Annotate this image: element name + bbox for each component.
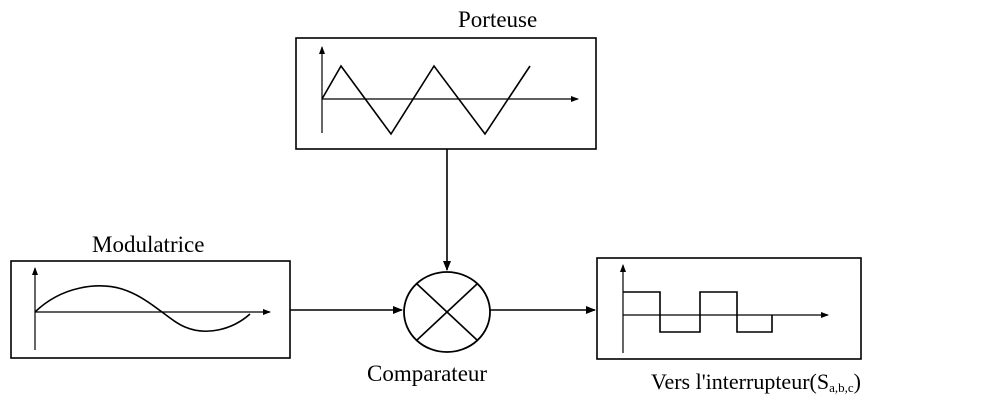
- output-label-close: ): [853, 369, 861, 394]
- output-square-wave: [623, 291, 773, 333]
- modulatrice-sine-wave: [34, 285, 251, 332]
- modulatrice-block: [10, 260, 291, 359]
- output-block: [596, 257, 862, 360]
- porteuse-triangle-wave: [321, 64, 531, 136]
- output-label-subscript: a,b,c: [829, 380, 854, 395]
- output-label: Vers l'interrupteur(Sa,b,c): [651, 369, 861, 395]
- porteuse-block: [295, 37, 597, 150]
- modulatrice-label: Modulatrice: [92, 232, 205, 257]
- output-label-main: Vers l'interrupteur(S: [651, 369, 830, 394]
- porteuse-label: Porteuse: [458, 7, 538, 32]
- comparateur-label: Comparateur: [367, 361, 488, 386]
- circle-cross-icon: [403, 271, 491, 353]
